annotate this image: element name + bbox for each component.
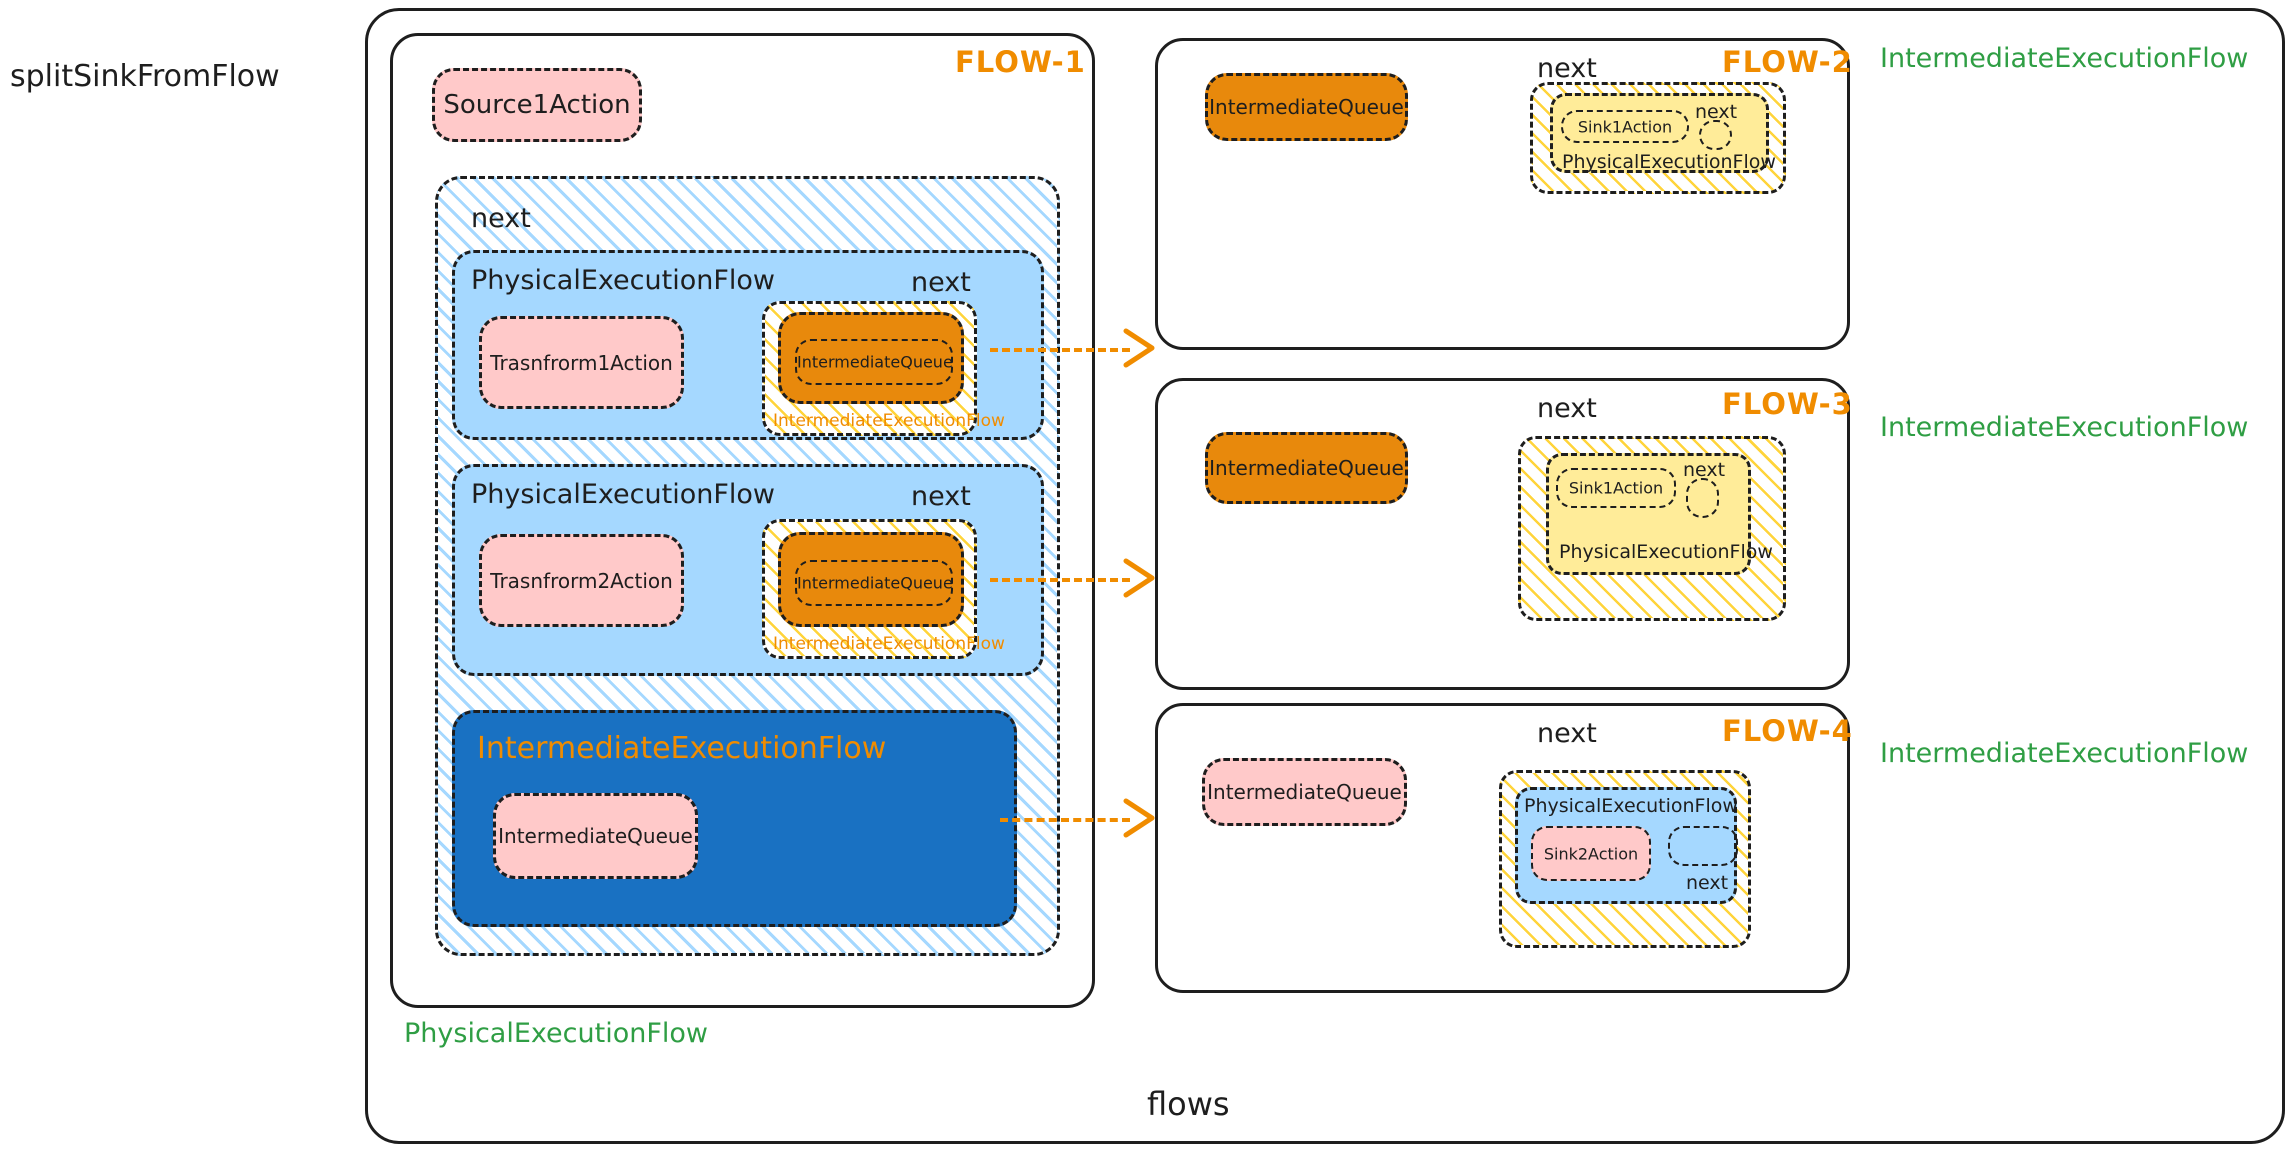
arrow-head-flow3-icon bbox=[1123, 558, 1155, 598]
flow4-action-box[interactable]: Sink2Action bbox=[1531, 826, 1651, 881]
flow2-green-label: IntermediateExecutionFlow bbox=[1880, 43, 2249, 74]
flow1-row1-physicalexecutionflow[interactable]: PhysicalExecutionFlow next Trasnfrorm1Ac… bbox=[452, 250, 1044, 440]
arrow-head-flow4-icon bbox=[1123, 798, 1155, 838]
source1action-box[interactable]: Source1Action bbox=[432, 68, 642, 142]
flow1-intermediate-queue-label: IntermediateQueue bbox=[498, 824, 693, 848]
source1action-label: Source1Action bbox=[443, 90, 631, 120]
flow1-intermediate-title: IntermediateExecutionFlow bbox=[477, 731, 887, 766]
flow2-inner-next-box[interactable] bbox=[1699, 120, 1732, 150]
flow3-inner-next-box[interactable] bbox=[1686, 478, 1719, 518]
flow1-row1-next-label: next bbox=[911, 267, 971, 298]
flow1-row2-inner-label: IntermediateExecutionFlow bbox=[773, 634, 1005, 654]
flow1-intermediateexecutionflow[interactable]: IntermediateExecutionFlow IntermediateQu… bbox=[452, 710, 1017, 927]
flow1-row2-intermediateexecutionflow[interactable]: IntermediateQueue IntermediateExecutionF… bbox=[762, 519, 1005, 659]
flow4-badge: FLOW-4 bbox=[1722, 714, 1853, 748]
flow4-inner-title: PhysicalExecutionFlow bbox=[1524, 795, 1738, 817]
flow4-queue-box[interactable]: IntermediateQueue bbox=[1202, 758, 1407, 826]
arrow-head-flow2-icon bbox=[1123, 328, 1155, 368]
flow1-badge: FLOW-1 bbox=[955, 45, 1086, 79]
flow3-physicalexecutionflow[interactable]: Sink1Action next PhysicalExecutionFlow bbox=[1546, 453, 1773, 575]
flow1-row2-queue-box[interactable]: IntermediateQueue bbox=[795, 560, 953, 606]
arrow-flow1-to-flow4 bbox=[1000, 818, 1130, 822]
flow4-action-label: Sink2Action bbox=[1543, 844, 1639, 863]
flow3-queue-label: IntermediateQueue bbox=[1209, 456, 1404, 480]
flow2-action-box[interactable]: Sink1Action bbox=[1561, 110, 1689, 143]
flow1-row2-next-label: next bbox=[911, 481, 971, 512]
flow2-badge: FLOW-2 bbox=[1722, 45, 1853, 79]
flow4-green-label: IntermediateExecutionFlow bbox=[1880, 738, 2249, 769]
flow1-row2-action-box[interactable]: Trasnfrorm2Action bbox=[479, 534, 684, 627]
flow1-row1-action-label: Trasnfrorm1Action bbox=[490, 350, 673, 375]
flow1-row1-queue-label: IntermediateQueue bbox=[797, 352, 953, 372]
arrow-flow1-to-flow2 bbox=[990, 348, 1130, 352]
flow1-row1-action-box[interactable]: Trasnfrorm1Action bbox=[479, 316, 684, 409]
flow2-inner-title: PhysicalExecutionFlow bbox=[1562, 151, 1776, 173]
flow3-intermediateexecutionflow[interactable]: Sink1Action next PhysicalExecutionFlow bbox=[1518, 436, 1786, 621]
flow4-intermediateexecutionflow[interactable]: PhysicalExecutionFlow Sink2Action next bbox=[1499, 770, 1751, 948]
flow1-row2-physicalexecutionflow[interactable]: PhysicalExecutionFlow next Trasnfrorm2Ac… bbox=[452, 464, 1044, 676]
flow1-intermediate-queue-box[interactable]: IntermediateQueue bbox=[493, 793, 698, 879]
flow4-queue-label: IntermediateQueue bbox=[1207, 780, 1402, 804]
flow1-row2-title: PhysicalExecutionFlow bbox=[471, 479, 775, 510]
flow2-queue-box[interactable]: IntermediateQueue bbox=[1205, 73, 1408, 141]
flow1-row1-title: PhysicalExecutionFlow bbox=[471, 265, 775, 296]
flow1-row1-queue-box[interactable]: IntermediateQueue bbox=[795, 339, 953, 385]
flow1-row1-intermediateexecutionflow[interactable]: IntermediateQueue IntermediateExecutionF… bbox=[762, 301, 1005, 436]
flow1-row2-queue-outer[interactable]: IntermediateQueue bbox=[778, 532, 964, 627]
flow4-next-label: next bbox=[1537, 718, 1597, 749]
flow1-row1-inner-label: IntermediateExecutionFlow bbox=[773, 411, 1005, 431]
flow4-inner-next-box[interactable] bbox=[1668, 826, 1738, 866]
arrow-flow1-to-flow3 bbox=[990, 578, 1130, 582]
flow3-inner-title: PhysicalExecutionFlow bbox=[1559, 541, 1773, 563]
flow3-badge: FLOW-3 bbox=[1722, 387, 1853, 421]
flow2-inner-next-label: next bbox=[1695, 101, 1738, 123]
flow1-row2-queue-label: IntermediateQueue bbox=[797, 573, 953, 593]
flow4-physicalexecutionflow[interactable]: PhysicalExecutionFlow Sink2Action next bbox=[1515, 787, 1738, 904]
flow3-next-label: next bbox=[1537, 393, 1597, 424]
flow2-queue-label: IntermediateQueue bbox=[1209, 95, 1404, 119]
flow3-green-label: IntermediateExecutionFlow bbox=[1880, 412, 2249, 443]
diagram-title: splitSinkFromFlow bbox=[10, 59, 280, 94]
flow1-next-label: next bbox=[471, 203, 531, 234]
flow2-physicalexecutionflow[interactable]: Sink1Action next PhysicalExecutionFlow bbox=[1550, 93, 1776, 173]
flow3-action-box[interactable]: Sink1Action bbox=[1556, 468, 1676, 508]
flow2-action-label: Sink1Action bbox=[1577, 117, 1673, 136]
flow1-row1-queue-outer[interactable]: IntermediateQueue bbox=[778, 312, 964, 404]
flow2-intermediateexecutionflow[interactable]: Sink1Action next PhysicalExecutionFlow bbox=[1530, 82, 1786, 194]
flow1-row2-action-label: Trasnfrorm2Action bbox=[490, 568, 673, 593]
flow3-inner-next-label: next bbox=[1683, 459, 1726, 481]
flow3-action-label: Sink1Action bbox=[1568, 478, 1664, 498]
flow4-inner-next-label: next bbox=[1686, 872, 1729, 894]
flow2-next-label: next bbox=[1537, 53, 1597, 84]
flows-bottom-label: flows bbox=[1147, 1085, 1230, 1123]
flow1-green-label: PhysicalExecutionFlow bbox=[404, 1018, 708, 1049]
flow3-queue-box[interactable]: IntermediateQueue bbox=[1205, 432, 1408, 504]
